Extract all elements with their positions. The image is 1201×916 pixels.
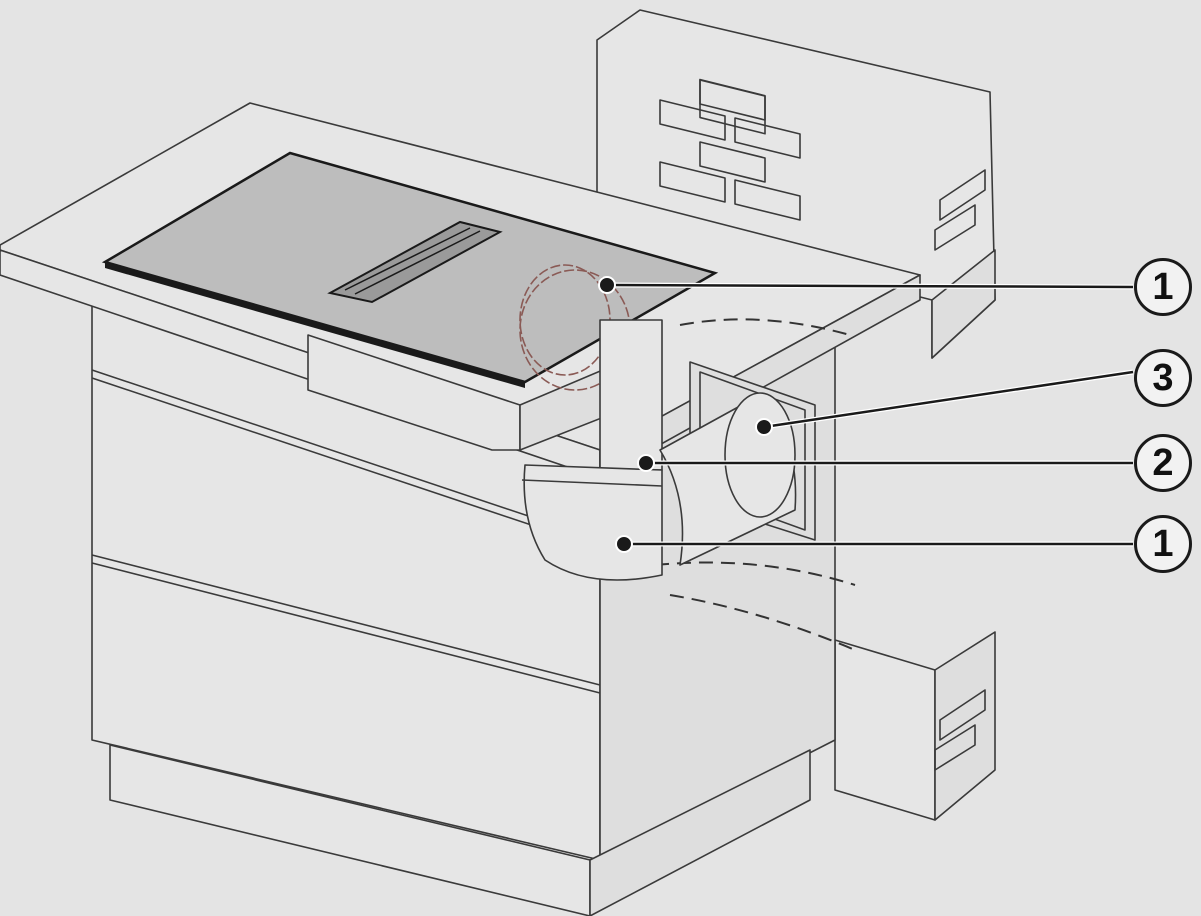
ducting xyxy=(519,264,816,581)
callout-1-upper-elbow: 1 xyxy=(1134,258,1192,316)
callout-leaders xyxy=(598,276,1134,553)
callout-1-lower-elbow: 1 xyxy=(1134,515,1192,573)
brick-wall-lower xyxy=(834,631,996,821)
callout-3-wall-sleeve: 3 xyxy=(1134,349,1192,407)
callout-2-vertical-duct: 2 xyxy=(1134,434,1192,492)
